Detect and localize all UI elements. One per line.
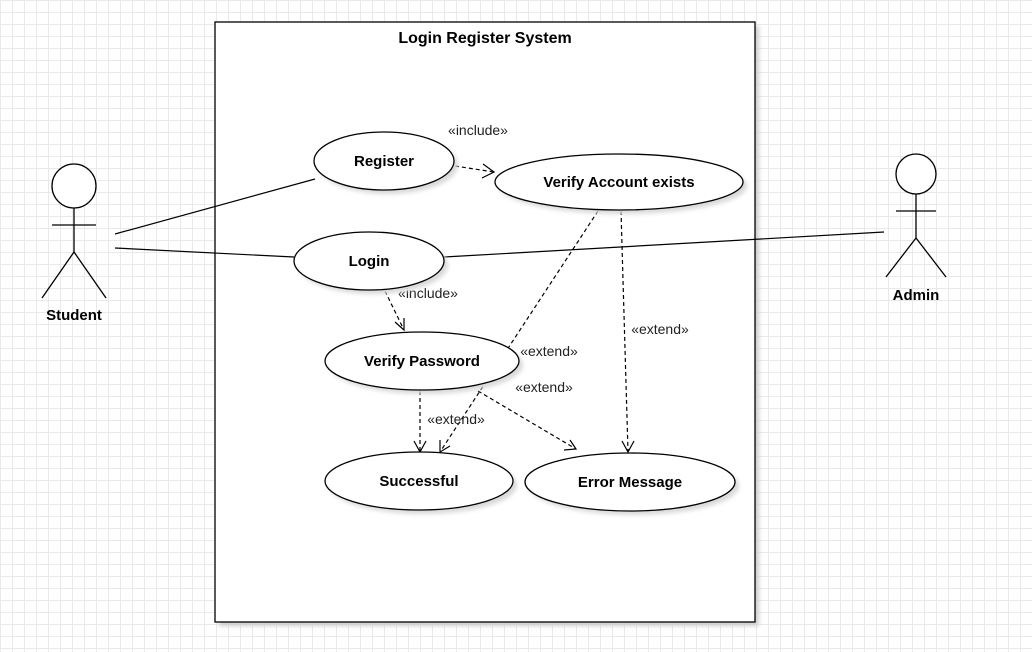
use-case-verify-account[interactable]: Verify Account exists (494, 153, 747, 214)
use-case-verify-password[interactable]: Verify Password (324, 331, 523, 394)
use-case-error-message[interactable]: Error Message (524, 452, 739, 515)
include-register-verify-account[interactable] (454, 163, 496, 179)
student-head-icon (51, 163, 97, 209)
use-case-successful[interactable]: Successful (324, 451, 517, 514)
use-case-login[interactable]: Login (293, 231, 448, 294)
extend-verify-password-error[interactable] (477, 390, 578, 451)
include-login-verify-password[interactable] (384, 290, 405, 332)
use-case-register-label: Register (354, 153, 414, 170)
use-case-verify-account-label: Verify Account exists (543, 174, 694, 191)
extend-verify-account-error[interactable] (620, 210, 635, 454)
admin-head-icon (895, 153, 937, 195)
association-admin-login[interactable] (443, 231, 885, 258)
extend-label-verify-account-error: «extend» (631, 321, 689, 337)
actor-student-label: Student (46, 307, 102, 324)
association-student-login[interactable] (114, 247, 295, 258)
system-title: Login Register System (398, 30, 571, 47)
extend-label-verify-account-successful: «extend» (520, 343, 578, 359)
extend-verify-account-successful[interactable] (439, 210, 599, 454)
use-case-error-message-label: Error Message (578, 474, 682, 491)
use-case-login-label: Login (349, 253, 390, 270)
extend-label-verify-password-error: «extend» (515, 379, 573, 395)
use-case-successful-label: Successful (379, 473, 458, 490)
use-case-verify-password-label: Verify Password (364, 353, 480, 370)
association-student-register[interactable] (114, 178, 316, 235)
use-case-register[interactable]: Register (313, 131, 458, 194)
actor-admin-label: Admin (893, 287, 940, 304)
extend-label-verify-password-successful: «extend» (427, 411, 485, 427)
system-boundary[interactable]: Login Register System (214, 21, 759, 626)
actor-student[interactable]: Student (41, 163, 107, 324)
include-label-register: «include» (448, 122, 508, 138)
actor-admin[interactable]: Admin (885, 153, 947, 304)
